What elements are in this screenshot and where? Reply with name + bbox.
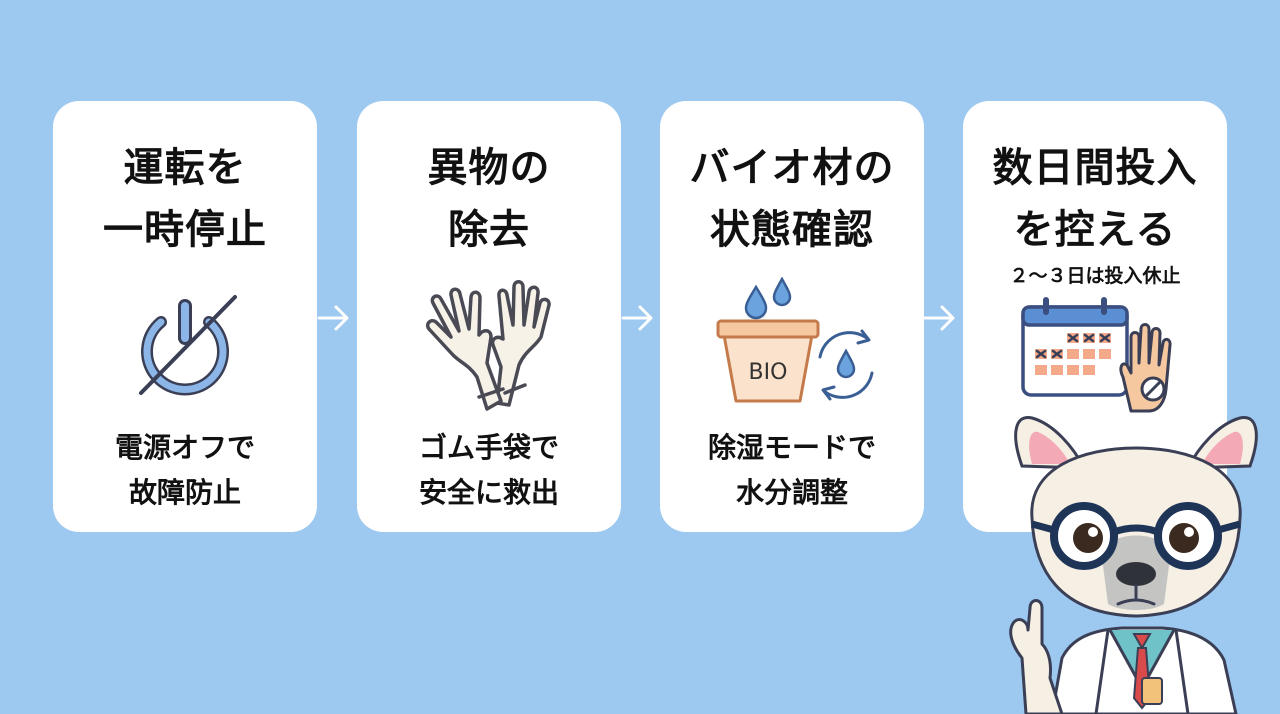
step-1-caption-line2: 故障防止: [128, 476, 241, 509]
step-3-title-line1: バイオ材の: [689, 145, 895, 191]
step-card-3: バイオ材の 状態確認 BIO 除湿モードで 水分調整: [660, 101, 924, 532]
step-2-title-line2: 除去: [448, 207, 530, 253]
bulldog-mascot-illustration: [1009, 415, 1258, 714]
step-4-title-line1: 数日間投入: [992, 145, 1198, 191]
rubber-gloves-icon: [425, 280, 551, 411]
step-2-caption-line2: 安全に救出: [418, 476, 559, 509]
step-card-1: 運転を 一時停止 電源オフで 故障防止: [53, 101, 317, 532]
step-3-caption-line2: 水分調整: [735, 476, 848, 509]
arrow-right-icon: [923, 305, 955, 331]
step-2-title-line1: 異物の: [427, 145, 551, 191]
bio-container-icon: BIO: [716, 277, 874, 403]
arrow-right-icon: [317, 305, 349, 331]
step-1-title-line2: 一時停止: [103, 207, 267, 253]
step-1-title-line1: 運転を: [123, 145, 247, 191]
step-3-title-line2: 状態確認: [710, 207, 874, 253]
bio-label: BIO: [749, 360, 788, 385]
step-4-note: ２～３日は投入休止: [1009, 265, 1181, 287]
step-card-2: 異物の 除去 ゴム手袋で 安全に救出: [357, 101, 621, 532]
step-3-caption-line1: 除湿モードで: [707, 431, 876, 464]
step-2-caption-line1: ゴム手袋で: [418, 431, 559, 464]
power-off-icon: [139, 295, 237, 396]
arrow-right-icon: [621, 305, 653, 331]
step-1-caption-line1: 電源オフで: [114, 431, 255, 464]
step-4-title-line2: を控える: [1013, 207, 1177, 253]
calendar-stop-icon: [1021, 297, 1172, 413]
